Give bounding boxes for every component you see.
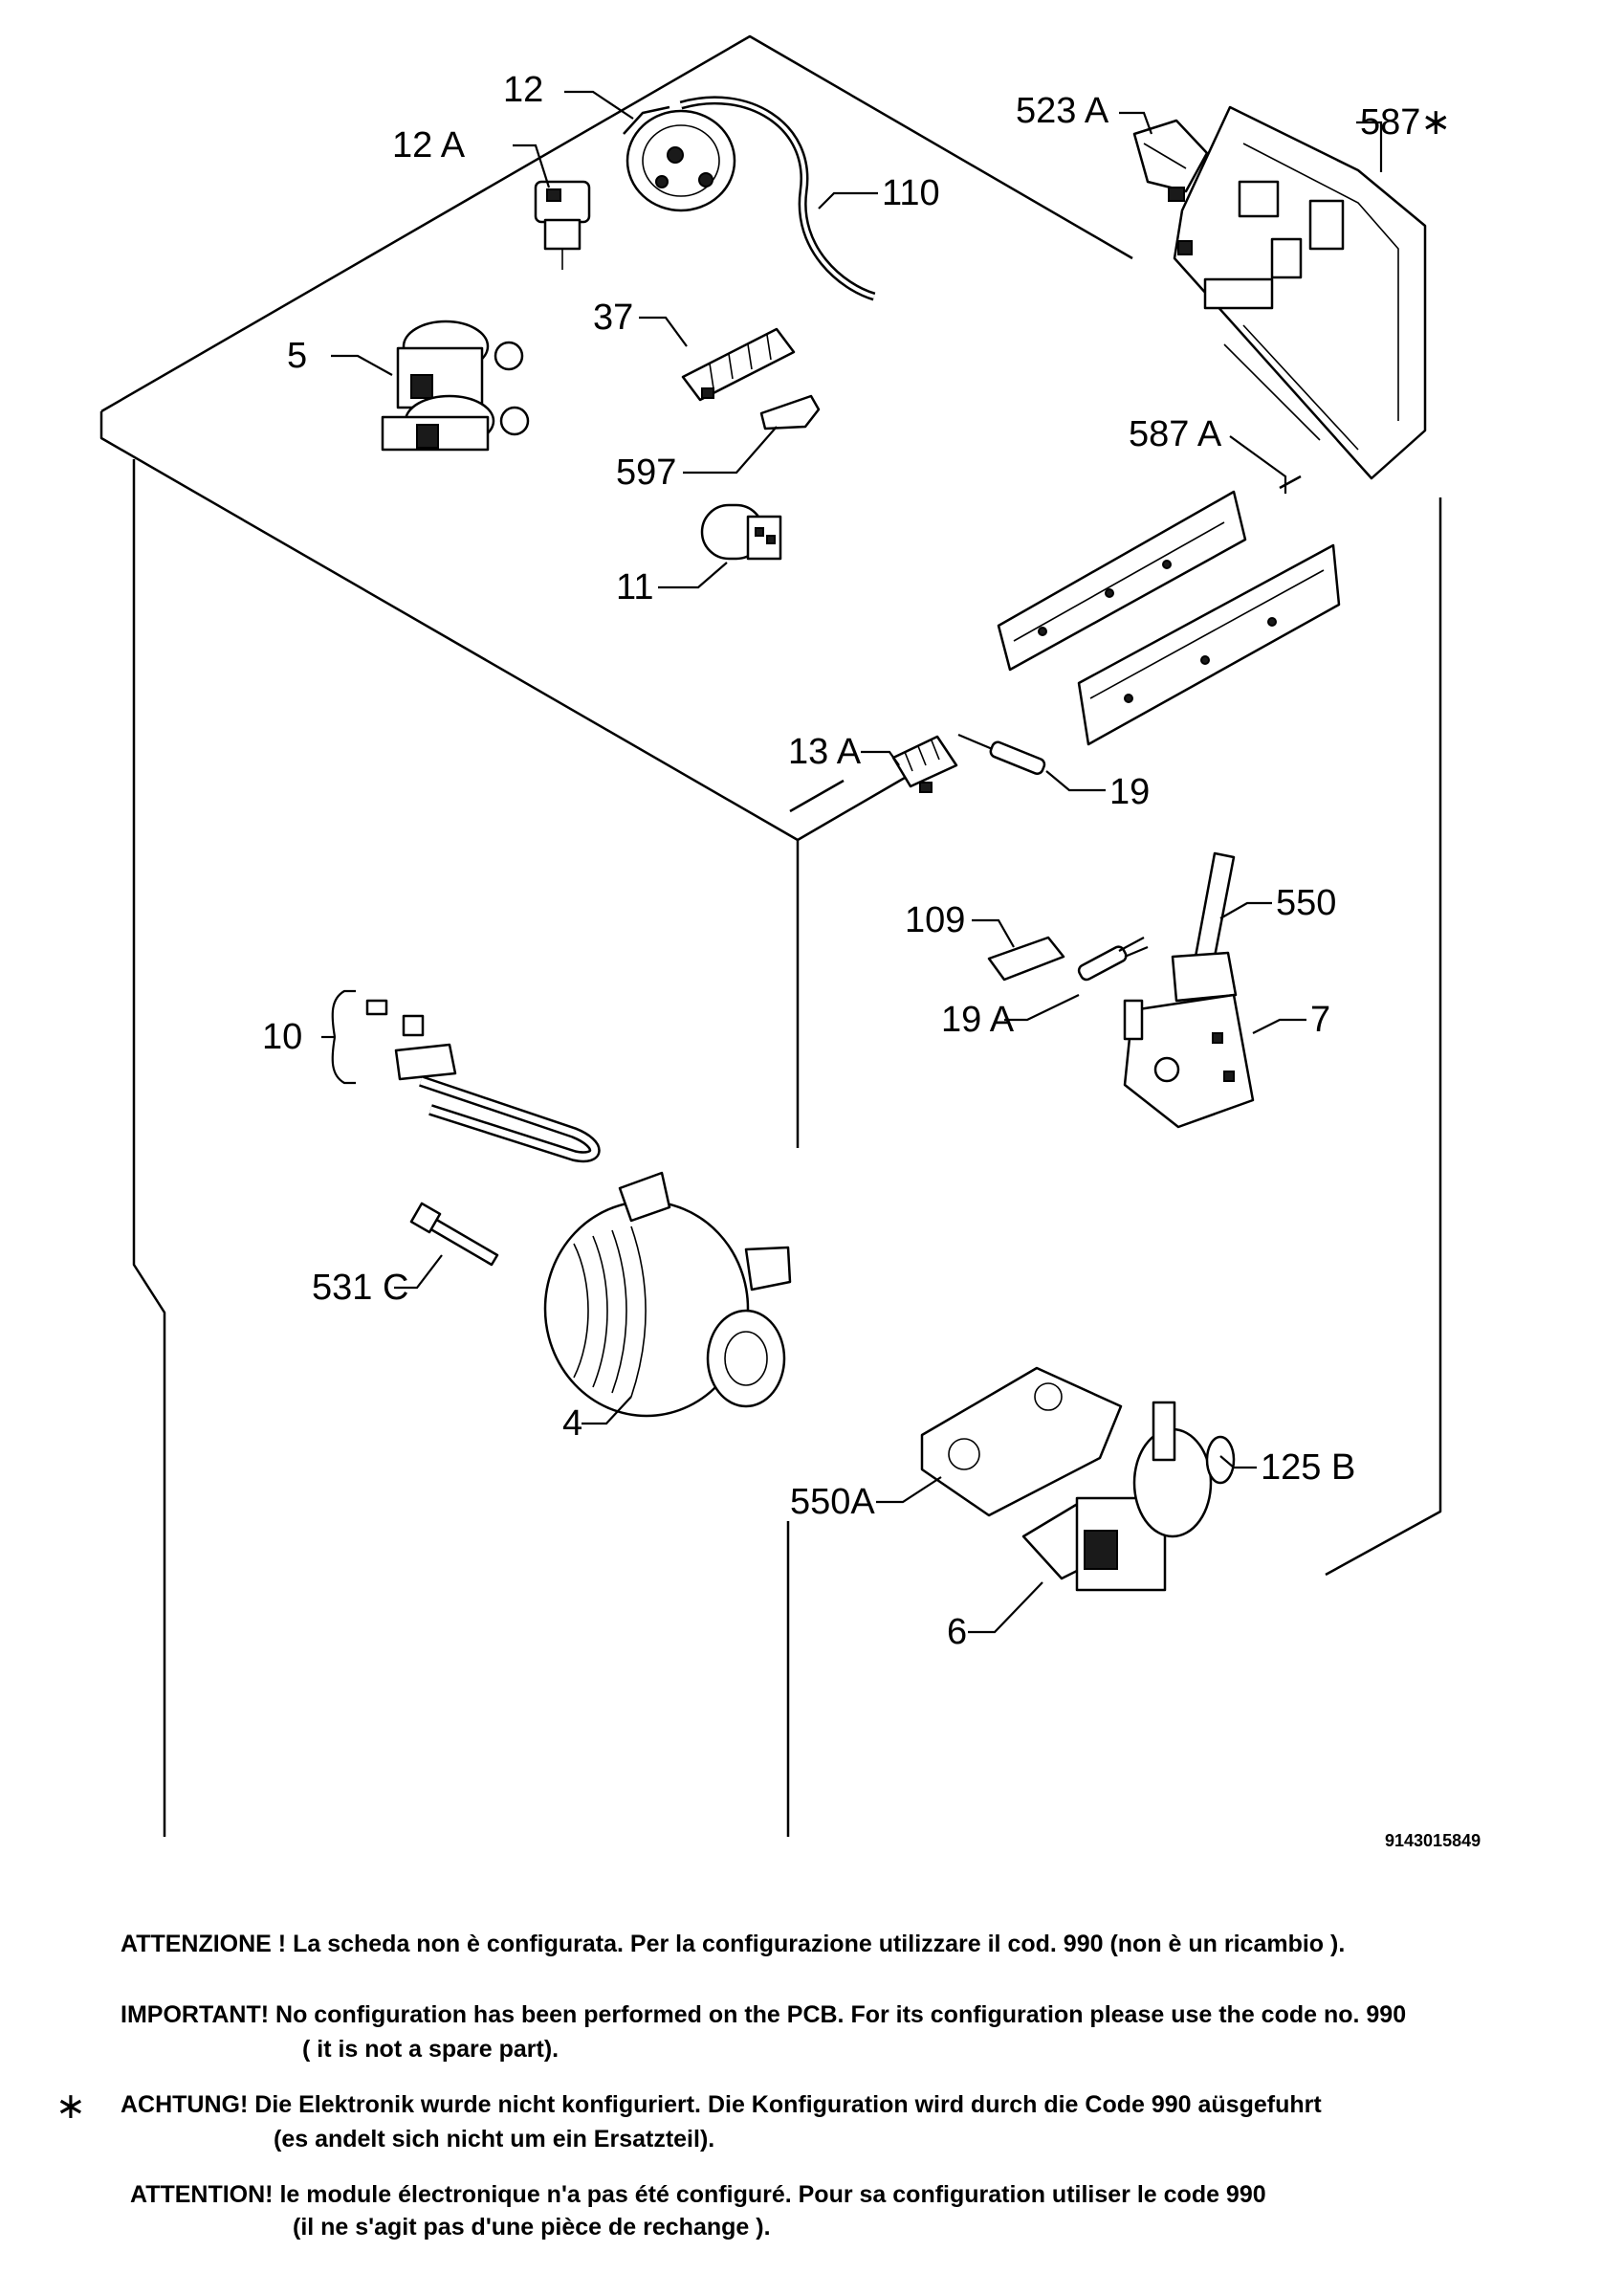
callout-587-star: 587∗ xyxy=(1360,102,1451,143)
leader-lines xyxy=(321,90,1383,1634)
note-german-line-2: (es andelt sich nicht um ein Ersatzteil)… xyxy=(274,2126,715,2152)
callout-125b: 125 B xyxy=(1261,1447,1355,1488)
callout-550a: 550A xyxy=(790,1482,875,1522)
note-german-line-1: ACHTUNG! Die Elektronik wurde nicht konf… xyxy=(121,2091,1322,2118)
part-523a-lamp xyxy=(1132,119,1209,202)
part-19-probe xyxy=(957,733,1046,776)
note-french-line-2: (il ne s'agit pas d'une pièce de rechang… xyxy=(293,2214,771,2241)
document-code: 9143015849 xyxy=(1385,1831,1481,1850)
part-12a-sensor xyxy=(534,180,591,270)
part-587-control-board xyxy=(1173,105,1427,480)
callout-523a: 523 A xyxy=(1016,91,1109,131)
part-550a-pad xyxy=(920,1366,1123,1517)
note-french-line-1: ATTENTION! le module électronique n'a pa… xyxy=(130,2181,1266,2208)
callout-10: 10 xyxy=(262,1017,302,1057)
part-531c-bolt xyxy=(409,1202,499,1267)
part-109-cover xyxy=(987,936,1065,982)
part-5-solenoid-valve xyxy=(381,320,530,452)
callout-587a: 587 A xyxy=(1129,414,1222,454)
note-english-line-2: ( it is not a spare part). xyxy=(302,2036,560,2063)
part-13a-connector xyxy=(891,735,958,793)
callout-labels: 12 12 A 110 523 A 587∗ 5 37 597 11 587 A… xyxy=(262,70,1451,1652)
callout-531c: 531 C xyxy=(312,1268,408,1308)
callout-110: 110 xyxy=(882,173,940,213)
part-125b-seal xyxy=(1205,1435,1236,1485)
callout-19a: 19 A xyxy=(941,1000,1015,1040)
callout-109: 109 xyxy=(905,900,965,940)
part-37-terminal-block xyxy=(681,327,796,402)
callout-597: 597 xyxy=(616,453,676,493)
callout-550: 550 xyxy=(1276,883,1336,923)
part-10-heater-element xyxy=(365,999,601,1163)
callout-12: 12 xyxy=(503,70,543,110)
note-english-line-1: IMPORTANT! No configuration has been per… xyxy=(121,2001,1407,2028)
note-italian: ATTENZIONE ! La scheda non è configurata… xyxy=(121,1931,1346,1957)
part-19a-probe xyxy=(1077,937,1149,982)
callout-11: 11 xyxy=(616,567,653,607)
part-7-door-interlock xyxy=(1123,993,1255,1129)
part-12-pressure-switch xyxy=(623,105,736,212)
part-4-motor xyxy=(543,1171,792,1418)
part-110-hose-inner xyxy=(680,98,875,298)
part-597-clip xyxy=(759,394,821,430)
callout-19: 19 xyxy=(1109,772,1150,812)
part-6-drain-pump xyxy=(1021,1401,1234,1592)
asterisk-marker: ∗ xyxy=(55,2085,86,2127)
callout-13a: 13 A xyxy=(788,732,862,772)
callout-4: 4 xyxy=(562,1403,582,1444)
part-587a-display-boards xyxy=(997,490,1341,746)
part-550-door-lever xyxy=(1171,851,1238,1003)
callout-7: 7 xyxy=(1310,1000,1330,1040)
callout-37: 37 xyxy=(593,298,633,338)
part-11-capacitor xyxy=(700,503,782,561)
callout-12a: 12 A xyxy=(392,125,466,166)
cabinet-outline xyxy=(99,34,1442,1837)
callout-6: 6 xyxy=(947,1612,967,1652)
callout-5: 5 xyxy=(287,336,307,376)
